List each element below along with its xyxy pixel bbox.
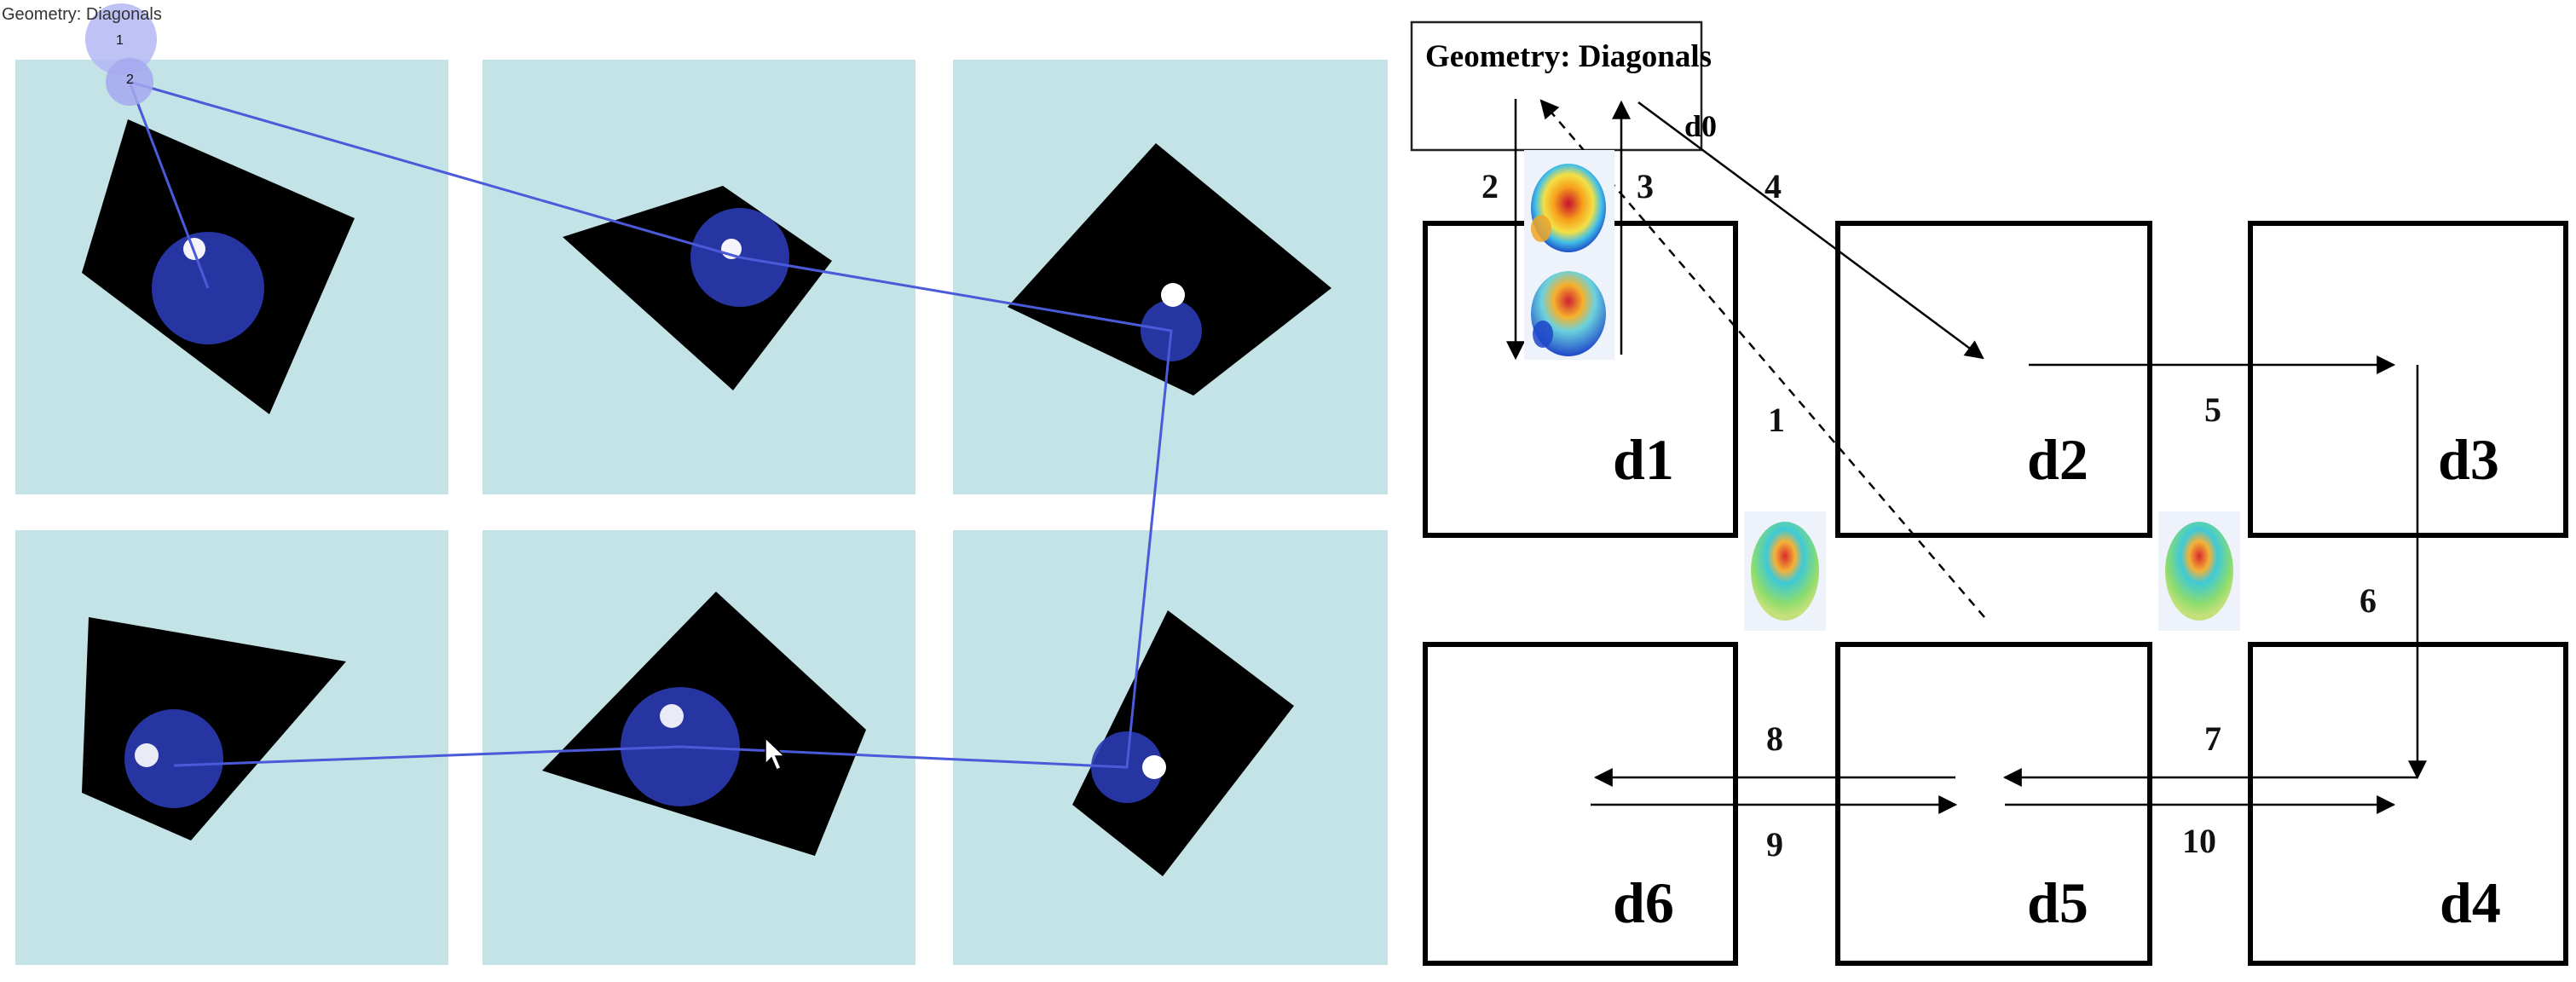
white-dot-3 [1161,283,1185,307]
right-title: Geometry: Diagonals [1425,39,1712,74]
path-number-10: 10 [2182,822,2216,860]
path-number-8: 8 [1766,719,1783,758]
path-number-7: 7 [2204,719,2221,758]
start-circle-2 [106,58,153,106]
eeg-head-topomap-front-icon-1 [1744,511,1826,631]
white-dot-5 [660,704,684,728]
eeg-head-topomap-side-icon-2 [1524,259,1614,360]
path-number-3: 3 [1637,167,1654,205]
path-number-6: 6 [2359,581,2377,620]
quad-6 [1072,610,1294,876]
white-dot-6 [1142,755,1166,779]
path-number-5: 5 [2204,390,2221,429]
path-number-2: 2 [1481,167,1499,205]
cursor-path-line [127,79,1173,769]
path-number-9: 9 [1766,825,1783,864]
box-label-d3: d3 [2438,427,2499,492]
white-dot-4 [135,743,159,767]
path-number-1: 1 [1768,401,1785,439]
target-circle-4 [124,709,223,808]
arrow-4 [1637,101,1984,360]
box-d3 [2248,221,2568,538]
box-label-d4: d4 [2440,870,2501,935]
right-diagram: Geometry: Diagonals d0 d1 d2 d3 d4 d5 d6… [1410,20,2568,966]
mouse-cursor-icon [765,736,786,771]
box-label-d2: d2 [2027,427,2088,492]
eeg-head-topomap-front-icon-2 [2158,511,2240,631]
box-label-d6: d6 [1613,870,1674,935]
start-circle-1 [85,3,157,75]
start-marker-label-1: 1 [116,33,124,48]
box-d2 [1835,221,2152,538]
box-label-d5: d5 [2027,870,2088,935]
arrow-1-dashed [1539,99,1985,618]
box-label-d1: d1 [1613,427,1674,492]
box-label-d0: d0 [1684,109,1717,143]
eeg-head-topomap-side-icon-1 [1524,150,1614,259]
path-number-4: 4 [1765,167,1782,205]
white-dots [135,238,1185,779]
quad-3 [1008,143,1331,396]
start-markers: 1 2 [85,3,157,106]
start-marker-label-2: 2 [126,72,134,87]
left-title: Geometry: Diagonals [2,5,162,24]
